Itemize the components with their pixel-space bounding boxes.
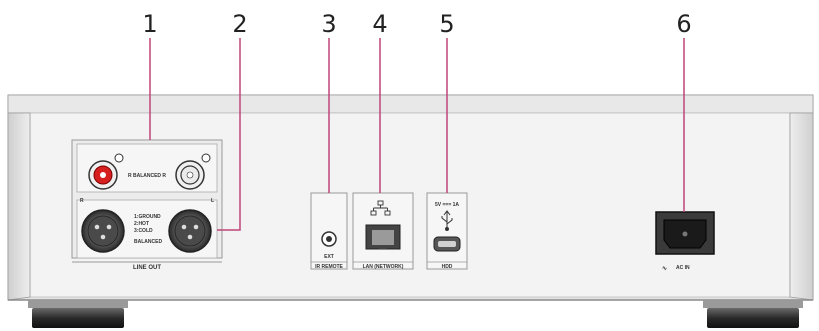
line-out-panel: LINE OUT — [71, 139, 223, 271]
dc-out-label: 5V === 1A — [435, 202, 459, 208]
ac-symbol-icon: ∿ — [662, 266, 667, 272]
lan-panel: LAN (NETWORK) — [352, 192, 414, 270]
lan-label: LAN (NETWORK) — [363, 264, 404, 270]
network-icon — [370, 200, 391, 216]
ir-remote-panel: EXT IR REMOTE — [310, 192, 348, 270]
callout-6: 6 — [676, 10, 691, 38]
usb-panel: 5V === 1A HDD — [426, 192, 468, 270]
ir-remote-label: IR REMOTE — [315, 264, 343, 270]
ac-in-label: AC IN — [676, 265, 690, 271]
rca-left-jack — [175, 153, 211, 190]
xlr-right-jack — [81, 209, 125, 253]
usb-hdd-label: HDD — [442, 264, 453, 270]
xlr-legend-3: 3:COLD — [134, 228, 153, 234]
xlr-legend-1: 1:GROUND — [134, 214, 161, 220]
callout-1: 1 — [142, 10, 157, 38]
right-foot — [703, 300, 803, 328]
callout-3: 3 — [321, 10, 336, 38]
xlr-left-jack — [168, 209, 212, 253]
usb-icon — [441, 210, 453, 231]
callout-5: 5 — [439, 10, 454, 38]
r-label: R — [80, 198, 84, 204]
left-foot — [28, 300, 128, 328]
xlr-legend-4: BALANCED — [134, 239, 162, 245]
l-label: L — [211, 198, 214, 204]
callout-2: 2 — [232, 10, 247, 38]
balanced-rca-label: R BALANCED R — [128, 173, 166, 179]
rca-right-jack — [88, 153, 124, 190]
callout-4: 4 — [372, 10, 387, 38]
ir-ext-label: EXT — [324, 254, 334, 260]
callout-lines — [149, 38, 685, 231]
xlr-legend-2: 2:HOT — [134, 221, 149, 227]
line-out-label: LINE OUT — [133, 265, 161, 271]
ac-in-socket — [655, 211, 715, 255]
